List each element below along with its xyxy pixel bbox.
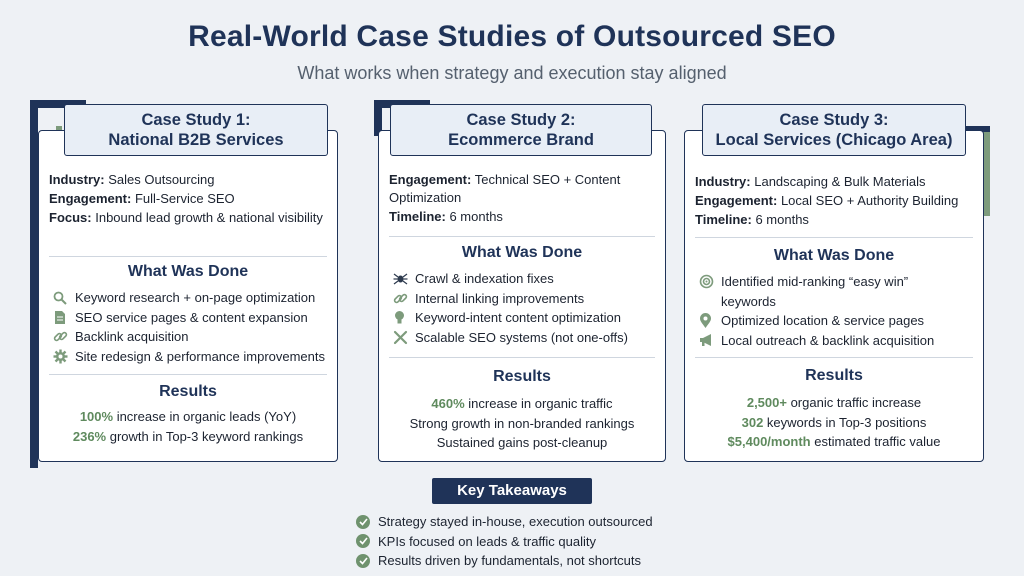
page-title: Real-World Case Studies of Outsourced SE… bbox=[188, 20, 836, 53]
list-item: Local outreach & backlink acquisition bbox=[699, 331, 943, 351]
done-list: Identified mid-ranking “easy win” keywor… bbox=[699, 272, 943, 350]
result-item: 460% increase in organic traffic bbox=[431, 396, 613, 411]
list-item: Scalable SEO systems (not one-offs) bbox=[393, 328, 657, 348]
page-subtitle: What works when strategy and execution s… bbox=[297, 63, 727, 83]
result-item: 302 keywords in Top-3 positions bbox=[741, 414, 927, 430]
result-item: Sustained gains post-cleanup bbox=[436, 435, 608, 450]
card-accent-left bbox=[374, 100, 382, 136]
tools-icon bbox=[393, 328, 415, 348]
result-item: 100% increase in organic leads (YoY) bbox=[79, 409, 297, 424]
document-icon bbox=[53, 308, 75, 328]
result-item: 2,500+ organic traffic increase bbox=[746, 395, 922, 410]
check-icon bbox=[356, 553, 370, 568]
results-heading: Results bbox=[493, 368, 551, 385]
list-item: Backlink acquisition bbox=[53, 327, 329, 347]
case-study-card-2: Engagement: Technical SEO + Content Opti… bbox=[360, 100, 672, 468]
card-header-line1: Case Study 2: bbox=[466, 111, 576, 129]
list-item: Site redesign & performance improvements bbox=[53, 347, 329, 367]
card-header-line1: Case Study 3: bbox=[779, 111, 889, 129]
search-icon bbox=[53, 288, 75, 308]
meta-timeline: Timeline: 6 months bbox=[389, 209, 503, 224]
results-heading: Results bbox=[805, 367, 863, 384]
card-header-line2: National B2B Services bbox=[108, 131, 284, 149]
meta-timeline: Timeline: 6 months bbox=[695, 212, 809, 227]
what-was-done-heading: What Was Done bbox=[773, 247, 895, 264]
card-header: Case Study 2: Ecommerce Brand bbox=[390, 104, 652, 156]
card-body: Engagement: Technical SEO + Content Opti… bbox=[378, 130, 666, 462]
case-study-card-1: Industry: Sales Outsourcing Engagement: … bbox=[30, 100, 342, 468]
megaphone-icon bbox=[699, 331, 721, 351]
card-accent-left bbox=[30, 100, 38, 468]
divider bbox=[695, 237, 973, 238]
card-accent-top bbox=[30, 100, 86, 108]
divider bbox=[695, 357, 973, 358]
card-header: Case Study 1: National B2B Services bbox=[64, 104, 328, 156]
done-list: Keyword research + on-page optimization … bbox=[53, 288, 329, 366]
list-item: Keyword-intent content optimization bbox=[393, 308, 657, 328]
list-item: Optimized location & service pages bbox=[699, 311, 943, 331]
divider bbox=[389, 357, 655, 358]
card-meta: Engagement: Technical SEO + Content Opti… bbox=[389, 171, 655, 227]
results-list: 100% increase in organic leads (YoY) 236… bbox=[39, 407, 337, 446]
results-heading: Results bbox=[159, 383, 217, 400]
meta-industry: Industry: Sales Outsourcing bbox=[49, 172, 215, 187]
takeaway-item: KPIs focused on leads & traffic quality bbox=[356, 532, 653, 552]
card-body: Industry: Landscaping & Bulk Materials E… bbox=[684, 130, 984, 462]
meta-engagement: Engagement: Local SEO + Authority Buildi… bbox=[695, 193, 959, 208]
link-icon bbox=[393, 289, 415, 309]
what-was-done-heading: What Was Done bbox=[461, 244, 583, 261]
list-item: Internal linking improvements bbox=[393, 289, 657, 309]
key-takeaways-heading: Key Takeaways bbox=[432, 478, 592, 504]
list-item: Keyword research + on-page optimization bbox=[53, 288, 329, 308]
card-accent-green bbox=[982, 126, 990, 216]
card-header-line2: Ecommerce Brand bbox=[448, 131, 594, 149]
location-pin-icon bbox=[699, 311, 721, 331]
meta-engagement: Engagement: Full-Service SEO bbox=[49, 191, 235, 206]
meta-focus: Focus: Inbound lead growth & national vi… bbox=[49, 210, 323, 225]
result-item: Strong growth in non-branded rankings bbox=[409, 415, 635, 431]
list-item: Identified mid-ranking “easy win” keywor… bbox=[699, 272, 943, 311]
results-list: 2,500+ organic traffic increase 302 keyw… bbox=[685, 393, 983, 452]
link-icon bbox=[53, 327, 75, 347]
meta-engagement: Engagement: Technical SEO + Content Opti… bbox=[389, 172, 621, 205]
check-icon bbox=[356, 534, 370, 549]
results-list: 460% increase in organic traffic Strong … bbox=[379, 394, 665, 453]
takeaway-item: Strategy stayed in-house, execution outs… bbox=[356, 512, 653, 532]
card-header-line1: Case Study 1: bbox=[141, 111, 251, 129]
list-item: Crawl & indexation fixes bbox=[393, 269, 657, 289]
card-meta: Industry: Landscaping & Bulk Materials E… bbox=[695, 173, 973, 230]
check-icon bbox=[356, 514, 370, 529]
meta-industry: Industry: Landscaping & Bulk Materials bbox=[695, 174, 926, 189]
case-study-card-3: Industry: Landscaping & Bulk Materials E… bbox=[682, 100, 994, 468]
list-item: SEO service pages & content expansion bbox=[53, 308, 329, 328]
card-accent-top bbox=[966, 126, 990, 132]
takeaway-item: Results driven by fundamentals, not shor… bbox=[356, 551, 653, 571]
lightbulb-icon bbox=[393, 308, 415, 328]
target-icon bbox=[699, 272, 721, 292]
divider bbox=[49, 374, 327, 375]
card-header-line2: Local Services (Chicago Area) bbox=[715, 131, 953, 149]
card-header: Case Study 3: Local Services (Chicago Ar… bbox=[702, 104, 966, 156]
card-body: Industry: Sales Outsourcing Engagement: … bbox=[38, 130, 338, 462]
divider bbox=[49, 256, 327, 257]
divider bbox=[389, 236, 655, 237]
takeaways-list: Strategy stayed in-house, execution outs… bbox=[356, 512, 653, 571]
card-meta: Industry: Sales Outsourcing Engagement: … bbox=[49, 171, 327, 228]
done-list: Crawl & indexation fixes Internal linkin… bbox=[393, 269, 657, 347]
what-was-done-heading: What Was Done bbox=[127, 263, 249, 280]
result-item: $5,400/month estimated traffic value bbox=[727, 434, 941, 449]
result-item: 236% growth in Top-3 keyword rankings bbox=[72, 428, 304, 444]
spider-icon bbox=[393, 269, 415, 289]
gear-icon bbox=[53, 347, 75, 367]
